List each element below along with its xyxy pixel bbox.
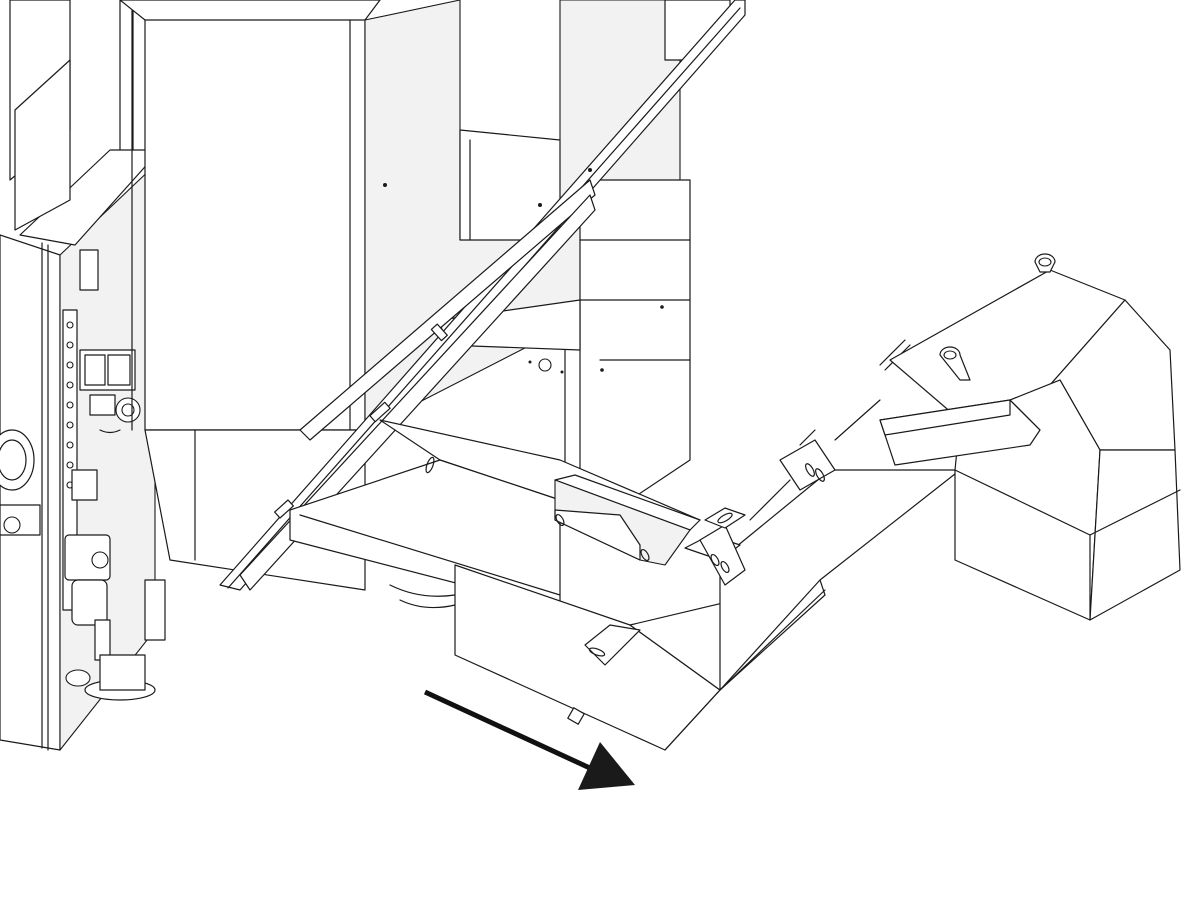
pressure-gauge [0,429,41,536]
mounting-brackets [749,339,911,521]
control-panel [0,0,161,751]
valve-cluster [79,249,141,434]
leveling-foot [65,579,166,701]
tray-inner [289,419,701,611]
pull-direction-arrow [423,689,635,790]
lifting-eyes [939,253,1056,381]
filter-regulator [64,469,111,661]
slide-rails [219,0,746,591]
drawer-tray [454,469,961,751]
hopper-cover [879,269,1181,621]
